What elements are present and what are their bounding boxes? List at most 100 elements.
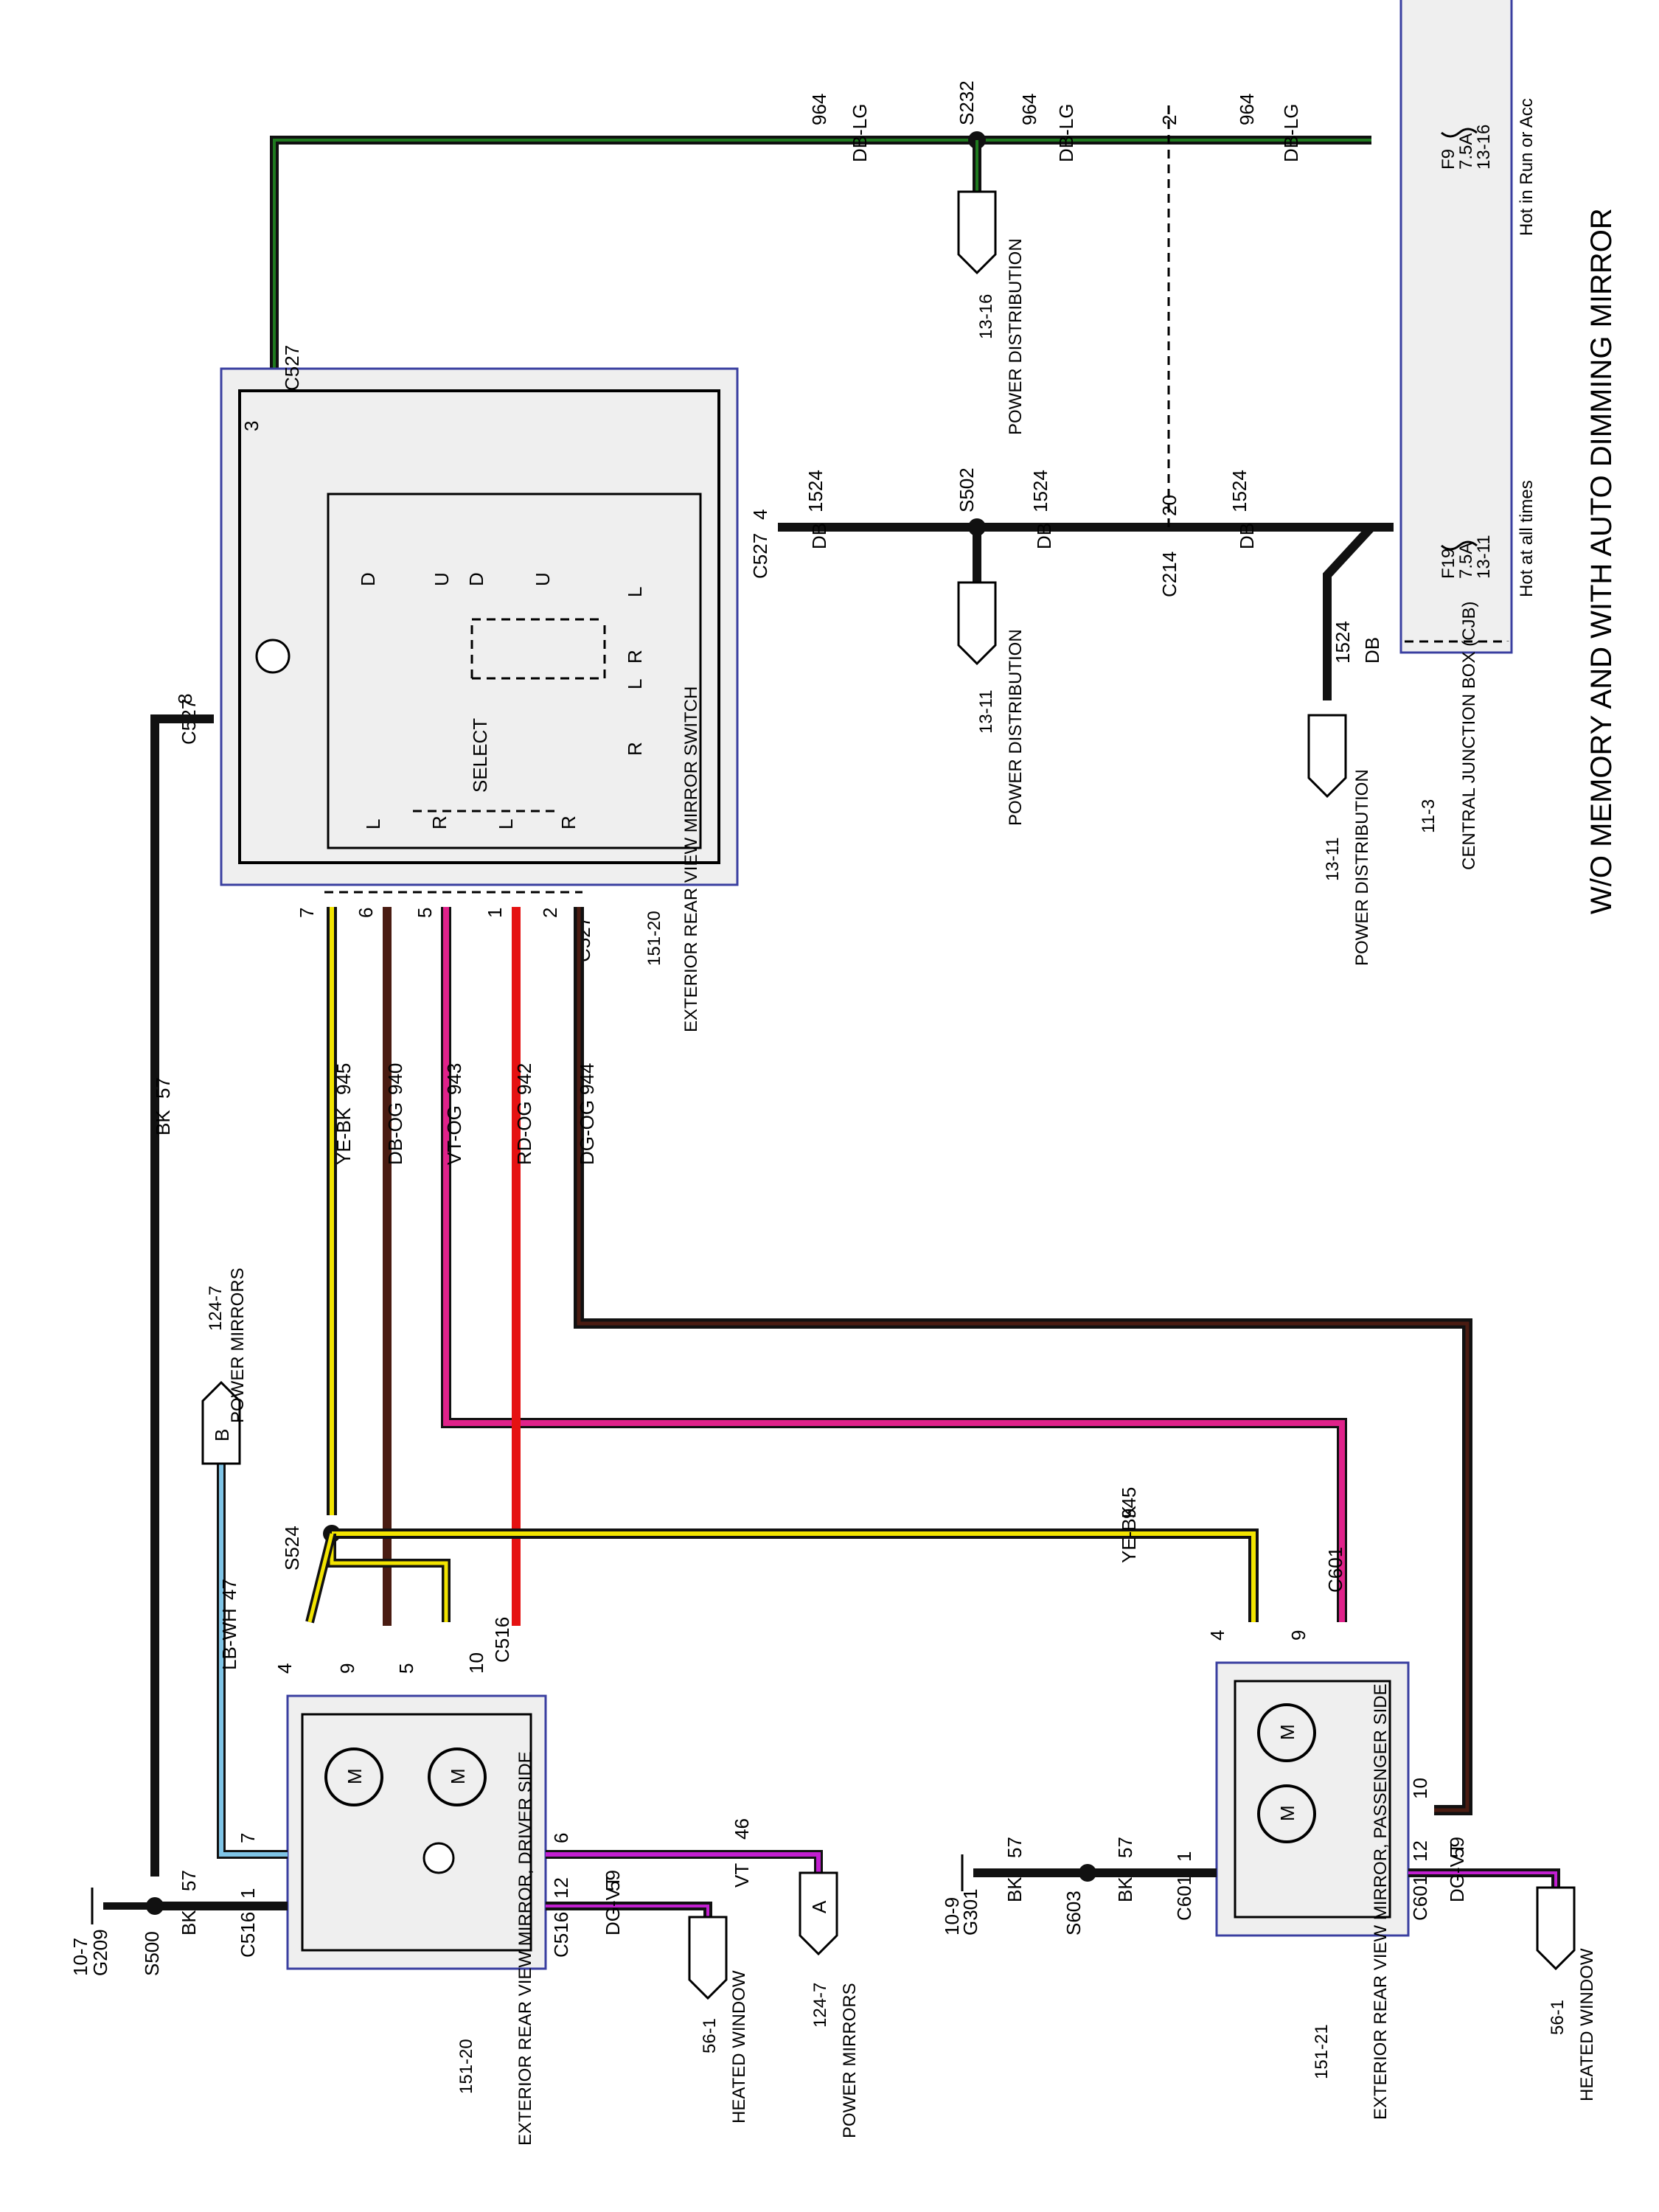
wire-942-num: 942 (513, 1063, 535, 1095)
c601-pin-1: 1 (1173, 1851, 1195, 1862)
wire-964-num-1: 964 (1236, 94, 1258, 125)
wire-46-color: VT (731, 1863, 753, 1888)
c601-label-top: C601 (1324, 1547, 1346, 1593)
fuse-f9-ref: 13-16 (1474, 125, 1494, 170)
pd3-ref-group: POWER DISTRIBUTION 13-11 (1307, 714, 1372, 966)
c527-pin-4: 4 (749, 509, 771, 520)
wire-964-color-1: DB-LG (1280, 104, 1302, 162)
pm-a-label: A (808, 1900, 830, 1913)
wire-945-pass-num: 945 (1118, 1487, 1140, 1519)
wire-57-passenger: 57 BK 57 BK S603 G301 10-9 (941, 1837, 1217, 1935)
fuse-f19-id: F19 (1439, 549, 1458, 579)
wire-1524-num-2: 1524 (1029, 470, 1051, 512)
pm-a-name: POWER MIRRORS (840, 1983, 860, 2138)
driver-mirror: M M C516 4 9 5 10 7 1 C516 6 12 C516 EXT… (237, 1617, 572, 2146)
c516-pin-12: 12 (550, 1877, 572, 1899)
wire-1524-num-1: 1524 (1228, 470, 1251, 512)
switch-letter-r3: R (428, 815, 451, 830)
pm-a-ref: 124-7 (810, 1983, 830, 2028)
wire-57-driver-color: BK (178, 1910, 200, 1935)
switch-letter-l4: L (495, 819, 517, 830)
c516-pin-4: 4 (274, 1663, 296, 1674)
hw-pass-ref: 56-1 (1548, 2000, 1568, 2035)
switch-pin-2: 2 (539, 908, 561, 918)
hot-in-run-label: Hot in Run or Acc (1517, 98, 1537, 236)
diagram-title: W/O MEMORY AND WITH AUTO DIMMING MIRROR (1585, 208, 1618, 914)
c601-pin-4: 4 (1206, 1630, 1228, 1641)
wire-964-num-3: 964 (808, 94, 830, 125)
wire-57-left: 57 BK (150, 714, 214, 1877)
c601-pin-12: 12 (1409, 1840, 1431, 1862)
switch-letter-d1: D (357, 572, 379, 586)
wire-57-num-1: 57 (152, 1077, 174, 1099)
pass-mirror-name: EXTERIOR REAR VIEW MIRROR, PASSENGER SID… (1371, 1683, 1391, 2120)
wire-57-driver: 57 BK S500 G209 10-7 (69, 1870, 288, 1976)
pd1-label: POWER DISTRIBUTION (1006, 238, 1026, 435)
mirror-switch: SELECT D U D U L R L R L R L R EXTERIOR (220, 367, 739, 1032)
c516-label-left: C516 (237, 1912, 259, 1958)
c601-pin-9: 9 (1287, 1630, 1310, 1641)
c214-pin-2: 2 (1158, 115, 1180, 125)
c516-pin-6: 6 (550, 1833, 572, 1843)
wire-57-pass-color-2: BK (1004, 1877, 1026, 1902)
cjb-name: CENTRAL JUNCTION BOX (CJB) (1459, 602, 1479, 870)
switch-letter-l1: L (624, 587, 646, 597)
wire-57-pass-color-1: BK (1114, 1877, 1136, 1902)
pm-b-name: POWER MIRRORS (228, 1267, 248, 1423)
switch-pin-7: 7 (296, 908, 318, 918)
c214-pin-20: 20 (1158, 495, 1180, 516)
c516-pin-10: 10 (465, 1652, 487, 1674)
wire-945-pass-color: YE-BK (1118, 1505, 1140, 1563)
pass-motor-1-label: M (1276, 1724, 1298, 1740)
splice-s232-label: S232 (956, 80, 978, 125)
fuse-f9-amp: 7.5A (1456, 133, 1476, 170)
wire-942-color: RD-OG (513, 1101, 535, 1165)
wire-964-color-2: DB-LG (1055, 104, 1077, 162)
pd2-ref: 13-11 (976, 689, 996, 734)
splice-s232: S232 POWER DISTRIBUTION 13-16 (956, 80, 1026, 435)
switch-letter-l3: L (362, 819, 384, 830)
c516-pin-9: 9 (336, 1663, 358, 1674)
driver-motor-2-label: M (447, 1768, 469, 1784)
wire-944: 944 DG-OG (574, 907, 1472, 1815)
wire-942: 942 RD-OG (512, 907, 535, 1626)
fuse-f19: F19 7.5A 13-11 (1439, 535, 1494, 579)
c516-label-top: C516 (491, 1617, 513, 1663)
hw-driver-name: HEATED WINDOW (729, 1970, 749, 2124)
wire-940-color: DB-OG (384, 1102, 406, 1165)
wire-1524-color-2: DB (1033, 523, 1055, 549)
passenger-mirror: M M C601 4 9 10 12 C601 1 C601 EXTERIOR … (1173, 1547, 1431, 2120)
c516-label-right: C516 (550, 1912, 572, 1958)
splice-s524-label: S524 (281, 1526, 303, 1571)
switch-letter-r1: R (624, 650, 646, 664)
c516-pin-7: 7 (237, 1833, 259, 1843)
switch-pin-6: 6 (355, 908, 377, 918)
wire-57-pass-num-2: 57 (1004, 1837, 1026, 1858)
switch-letter-l2: L (624, 679, 646, 689)
wire-1524-num-3: 1524 (804, 470, 827, 512)
wire-57-driver-num: 57 (178, 1870, 200, 1891)
ground-g301-label: G301 (959, 1888, 981, 1935)
wire-59-pass-color: DG-VT (1446, 1843, 1468, 1902)
wire-59-passenger: 59 DG-VT HEATED WINDOW 56-1 (1408, 1837, 1597, 2101)
wire-964: 964 DB-LG 964 DB-LG 964 DB-LG (270, 94, 1371, 428)
c516-pin-5: 5 (395, 1663, 417, 1674)
wire-46-num: 46 (731, 1818, 753, 1840)
c527-pin-3: 3 (240, 421, 262, 431)
c601-pin-10: 10 (1409, 1778, 1431, 1799)
fuse-f9-id: F9 (1439, 149, 1458, 170)
wire-47-color: LB-WH (218, 1608, 240, 1670)
driver-mirror-ref: 151-20 (456, 2039, 476, 2094)
splice-s524: S524 945 YE-BK (281, 1487, 1259, 1624)
wire-943-color: VT-OG (443, 1105, 465, 1165)
switch-pin-1: 1 (484, 908, 506, 918)
driver-motor-1-label: M (344, 1768, 366, 1784)
wire-59-driver-color: DG-VT (602, 1876, 624, 1935)
c527-pin-8: 8 (174, 694, 196, 704)
wire-59-pass-num: 59 (1446, 1837, 1468, 1858)
driver-mirror-name: EXTERIOR REAR VIEW MIRROR, DRIVER SIDE (515, 1751, 535, 2146)
ground-g209-ref: 10-7 (69, 1938, 91, 1976)
wire-1524-color-4: DB (1361, 637, 1383, 664)
switch-ref: 151-20 (644, 911, 664, 966)
pass-motor-2-label: M (1276, 1805, 1298, 1821)
